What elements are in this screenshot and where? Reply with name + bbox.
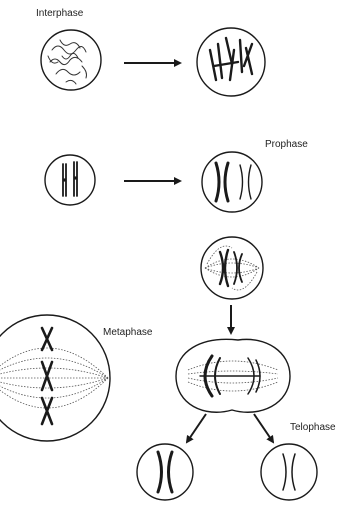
arrow-to-daughter-left [187, 414, 206, 442]
prophase-label: Prophase [265, 139, 308, 151]
condensing-cell [197, 28, 265, 96]
anaphase-cell [176, 339, 290, 412]
prophase-cell [202, 152, 262, 212]
daughter-cell-right [261, 444, 317, 500]
replicated-cell [45, 155, 95, 205]
metaphase-label: Metaphase [103, 327, 152, 339]
interphase-cell [41, 30, 101, 90]
arrow-to-daughter-right [254, 414, 273, 442]
interphase-label: Interphase [36, 8, 83, 20]
daughter-cell-left [137, 444, 193, 500]
telophase-label: Telophase [290, 422, 336, 434]
metaphase-cell [0, 315, 110, 441]
prometaphase-cell [201, 237, 263, 299]
